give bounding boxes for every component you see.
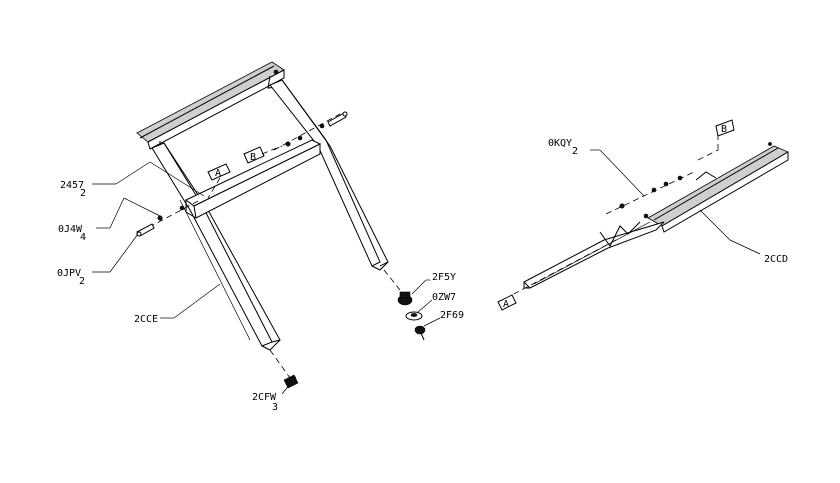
rear-upright <box>269 79 389 271</box>
bolt-0JPV <box>136 223 155 237</box>
ref-tag-b2: B <box>715 119 735 137</box>
callout-0JPV-qty: 2 <box>79 276 85 287</box>
callout-2F69: 2F69 <box>440 310 464 321</box>
front-leg <box>151 142 281 351</box>
right-hardware <box>509 130 719 297</box>
ref-label-a1: A <box>215 168 221 179</box>
leader-lines <box>92 149 761 395</box>
left-hardware <box>136 111 426 389</box>
ref-label-b2: B <box>721 124 727 135</box>
callout-0J4W: 0J4W <box>58 224 83 235</box>
ref-tag-a2: A <box>497 294 517 311</box>
top-channel-rail <box>136 61 287 150</box>
ref-label-a2: A <box>503 299 509 310</box>
callout-0KQY: 0KQY <box>548 138 572 149</box>
cross-bar <box>185 139 322 219</box>
callout-2CCD: 2CCD <box>764 254 788 265</box>
frame-assembly <box>136 61 389 351</box>
callout-0ZW7: 0ZW7 <box>432 292 456 303</box>
bolt-top <box>327 111 348 127</box>
callout-2F5Y: 2F5Y <box>432 272 456 283</box>
callout-0KQY-qty: 2 <box>572 146 578 157</box>
callout-2CFW-qty: 3 <box>272 402 278 413</box>
end-cap-2CFW <box>283 374 299 389</box>
callout-2CCE: 2CCE <box>134 314 158 325</box>
callouts: 2457 2 0J4W 4 0JPV 2 2CCE 2CFW 3 2F5Y 0Z… <box>57 138 788 413</box>
callout-2457: 2457 <box>60 180 84 191</box>
washer-0ZW7 <box>405 311 423 321</box>
rail-assembly <box>523 142 789 289</box>
callout-2CFW: 2CFW <box>252 392 277 403</box>
callout-0J4W-qty: 4 <box>80 232 86 243</box>
glide-2F5Y <box>397 291 413 306</box>
callout-2457-qty: 2 <box>80 188 86 199</box>
screw-2F69 <box>414 325 426 341</box>
callout-0JPV: 0JPV <box>57 268 81 279</box>
washer-0J4W <box>157 215 163 221</box>
long-rail <box>523 142 789 289</box>
ref-tag-b1: B <box>243 145 283 164</box>
ref-label-b1: B <box>250 152 256 163</box>
ref-tag-a1: A <box>207 163 231 199</box>
